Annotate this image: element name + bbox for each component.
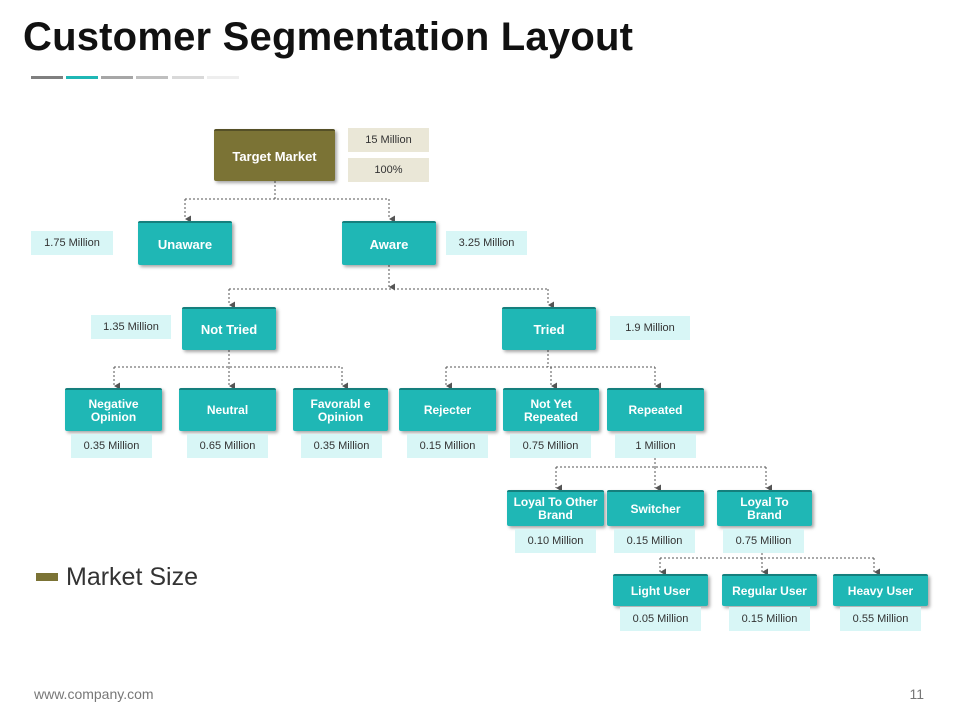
neutral-node: Neutral [179,388,276,431]
loyal-brand-value-box: 0.75 Million [723,529,804,553]
not-tried-value-box: 1.35 Million [91,315,171,339]
repeated-value: 1 Million [635,440,676,452]
neutral-value: 0.65 Million [199,440,256,452]
title-underline-segment-4 [136,76,168,79]
not-yet-repeated-label: Not Yet Repeated [523,396,579,424]
connector-tried [446,350,655,368]
tried-node: Tried [502,307,596,350]
negative-opinion-label: Negative Opinion [88,396,139,424]
negative-opinion-node: Negative Opinion [65,388,162,431]
tried-value-box: 1.9 Million [610,316,690,340]
legend-label: Market Size [66,563,198,591]
favorable-opinion-node: Favorabl e Opinion [293,388,388,431]
loyal-other-brand-label: Loyal To Other Brand [513,495,598,522]
rejecter-value-box: 0.15 Million [407,434,488,458]
loyal-brand-label: Loyal To Brand [740,495,789,522]
title-underline-segment-2 [66,76,98,79]
page-number: 11 [909,686,924,702]
heavy-user-label: Heavy User [847,583,914,598]
loyal-brand-value: 0.75 Million [735,535,792,547]
switcher-value: 0.15 Million [626,535,683,547]
unaware-node: Unaware [138,221,232,265]
light-user-value-box: 0.05 Million [620,607,701,631]
title-underline-segment-1 [31,76,63,79]
heavy-user-node: Heavy User [833,574,928,606]
aware-value-box: 3.25 Million [446,231,527,255]
rejecter-value: 0.15 Million [419,440,476,452]
aware-value: 3.25 Million [458,237,515,249]
connector-not-tried [114,350,342,368]
favorable-opinion-value: 0.35 Million [313,440,370,452]
repeated-node: Repeated [607,388,704,431]
loyal-other-brand-value-box: 0.10 Million [515,529,596,553]
neutral-label: Neutral [206,403,249,417]
page-title: Customer Segmentation Layout [23,15,634,59]
not-yet-repeated-value-box: 0.75 Million [510,434,591,458]
target-market-size: 15 Million [365,134,412,146]
favorable-opinion-value-box: 0.35 Million [301,434,382,458]
light-user-value: 0.05 Million [632,613,689,625]
aware-node: Aware [342,221,436,265]
target-market-percent-box: 100% [348,158,429,182]
regular-user-node: Regular User [722,574,817,606]
neutral-value-box: 0.65 Million [187,434,268,458]
repeated-label: Repeated [628,403,683,417]
heavy-user-value-box: 0.55 Million [840,607,921,631]
tried-value: 1.9 Million [625,322,675,334]
connector-loyal-brand [660,553,874,559]
not-tried-value: 1.35 Million [103,321,159,333]
legend-swatch [36,573,58,581]
negative-opinion-value-box: 0.35 Million [71,434,152,458]
footer-url: www.company.com [34,686,154,702]
unaware-label: Unaware [157,236,213,252]
not-yet-repeated-value: 0.75 Million [522,440,579,452]
switcher-node: Switcher [607,490,704,526]
unaware-value: 1.75 Million [44,237,100,249]
favorable-opinion-label: Favorabl e Opinion [310,396,371,424]
title-underline-segment-6 [207,76,239,79]
switcher-label: Switcher [630,501,681,516]
switcher-value-box: 0.15 Million [614,529,695,553]
light-user-node: Light User [613,574,708,606]
heavy-user-value: 0.55 Million [852,613,909,625]
target-market-size-box: 15 Million [348,128,429,152]
unaware-value-box: 1.75 Million [31,231,113,255]
tried-label: Tried [533,322,565,337]
regular-user-value-box: 0.15 Million [729,607,810,631]
not-yet-repeated-node: Not Yet Repeated [503,388,599,431]
not-tried-label: Not Tried [200,322,258,337]
target-market-label: Target Market [232,148,317,164]
rejecter-label: Rejecter [423,403,472,417]
target-market-percent: 100% [374,164,403,176]
loyal-other-brand-node: Loyal To Other Brand [507,490,604,526]
repeated-value-box: 1 Million [615,434,696,458]
target-market-node: Target Market [214,129,335,181]
connector-root [185,181,389,200]
regular-user-value: 0.15 Million [741,613,798,625]
regular-user-label: Regular User [732,583,807,598]
connector-repeated [556,458,766,468]
loyal-brand-node: Loyal To Brand [717,490,812,526]
title-underline-segment-5 [172,76,204,79]
rejecter-node: Rejecter [399,388,496,431]
light-user-label: Light User [630,583,691,598]
not-tried-node: Not Tried [182,307,276,350]
loyal-other-brand-value: 0.10 Million [527,535,584,547]
title-underline-segment-3 [101,76,133,79]
negative-opinion-value: 0.35 Million [83,440,140,452]
aware-label: Aware [369,236,409,252]
